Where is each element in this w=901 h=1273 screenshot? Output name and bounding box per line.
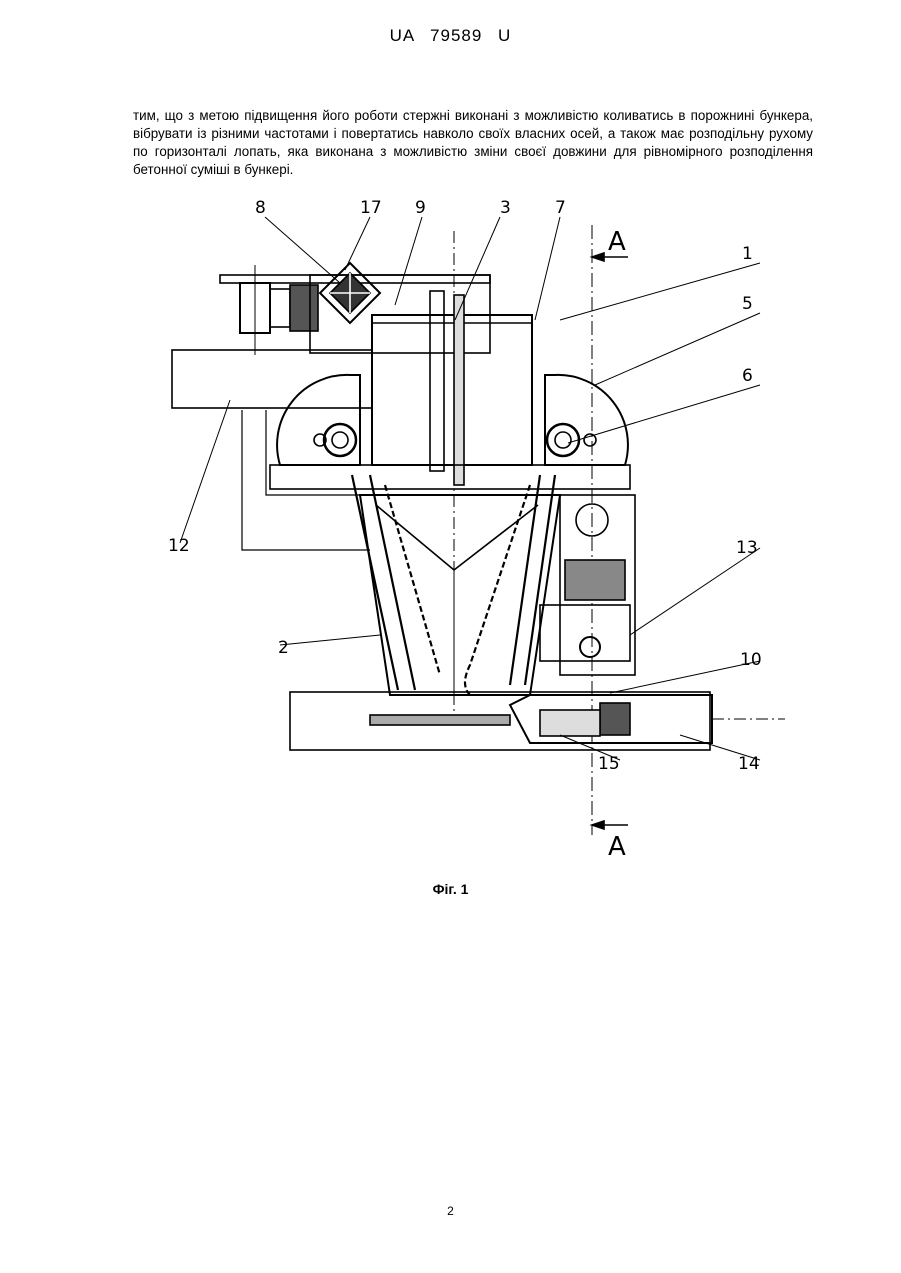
callout-7: 7 [555,198,566,218]
piston-rail [290,692,785,750]
figure-caption: Фіг. 1 [0,881,901,897]
drive-unit [540,495,635,675]
callout-9: 9 [415,198,426,218]
callout-13: 13 [736,538,758,558]
callout-14: 14 [738,754,760,774]
left-wheel [277,375,360,465]
technical-drawing: A A [160,195,800,860]
body-paragraph: тим, що з метою підвищення його роботи с… [133,107,813,179]
callout-6: 6 [742,366,753,386]
callout-10: 10 [740,650,762,670]
page-number: 2 [0,1204,901,1218]
callout-3: 3 [500,198,511,218]
callout-5: 5 [742,294,753,314]
callout-1: 1 [742,244,753,264]
callout-8: 8 [255,198,266,218]
callout-15: 15 [598,754,620,774]
hopper-cone [360,495,560,695]
callout-12: 12 [168,536,190,556]
callout-2: 2 [278,638,289,658]
callout-17: 17 [360,198,382,218]
section-label-top: A [608,227,626,257]
side-beam [172,350,372,408]
hopper-upper [372,315,532,465]
section-label-bottom: A [608,832,626,860]
right-wheel [545,375,628,465]
document-number-header: UA 79589 U [0,26,901,46]
